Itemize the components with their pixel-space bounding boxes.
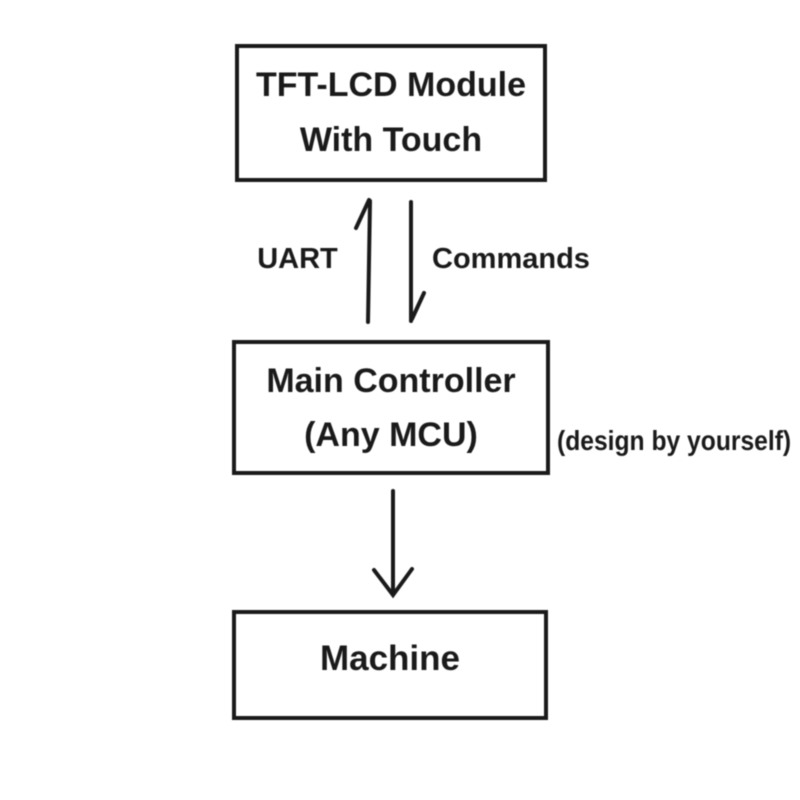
mcu-to-machine-arrow-icon <box>372 489 414 599</box>
node-tft-label-line1: TFT-LCD Module <box>255 66 527 104</box>
node-tft-lcd-module: TFT-LCD Module With Touch <box>235 44 547 182</box>
node-mcu-label-line1: Main Controller <box>266 361 516 400</box>
node-machine-label: Machine <box>319 638 461 678</box>
up-arrow-barb <box>354 198 371 230</box>
up-arrow-shaft <box>366 199 372 324</box>
commands-edge-label: Commands <box>432 243 590 275</box>
up-arrow-icon <box>354 198 372 324</box>
node-machine: Machine <box>232 610 548 720</box>
down-arrow-barb <box>410 291 426 321</box>
node-mcu-label-line2: (Any MCU) <box>304 415 478 454</box>
down-arrow-icon <box>409 200 426 323</box>
mcu-machine-arrow-head <box>372 567 414 599</box>
node-main-controller: Main Controller (Any MCU) <box>232 340 550 475</box>
node-tft-label-line2: With Touch <box>299 121 483 159</box>
design-by-yourself-note: (design by yourself) <box>557 425 792 456</box>
uart-edge-label: UART <box>257 243 338 275</box>
